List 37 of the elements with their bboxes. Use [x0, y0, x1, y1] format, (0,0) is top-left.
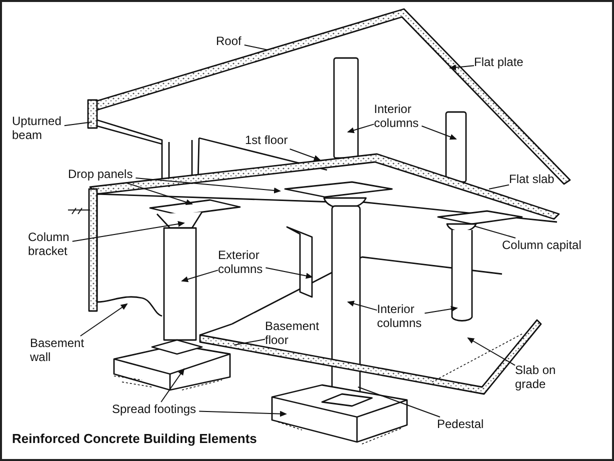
leader-line: [135, 178, 281, 194]
leader-line: [244, 44, 268, 50]
leader-line: [289, 148, 321, 161]
part-label: Flat plate: [474, 55, 544, 69]
leader-line: [234, 338, 266, 346]
part-label: Interior columns: [374, 102, 436, 130]
part-label: Slab on grade: [515, 363, 571, 391]
part-label: 1st floor: [245, 133, 305, 147]
leader-line: [347, 124, 374, 134]
part-label: Pedestal: [437, 417, 497, 431]
leader-line: [488, 184, 510, 190]
diagram-title: Reinforced Concrete Building Elements: [12, 431, 257, 446]
leader-line: [160, 368, 185, 402]
leader-line: [358, 386, 440, 418]
leader-line: [347, 300, 378, 311]
leader-line: [424, 306, 458, 314]
leader-line: [126, 182, 193, 206]
leader-line: [449, 64, 474, 70]
part-label: Column capital: [502, 238, 598, 252]
leader-line: [181, 270, 218, 282]
part-label: Basement wall: [30, 336, 100, 364]
leader-line: [64, 122, 92, 126]
part-label: Basement floor: [265, 319, 323, 347]
part-label: Column bracket: [28, 230, 88, 258]
part-label: Drop panels: [68, 167, 148, 181]
part-label: Flat slab: [509, 172, 569, 186]
leader-line: [421, 126, 457, 140]
part-label: Roof: [216, 34, 266, 48]
part-label: Upturned beam: [12, 114, 82, 142]
leader-line: [80, 303, 128, 336]
leader-line: [474, 226, 516, 238]
part-label: Spread footings: [112, 402, 212, 416]
leader-line: [72, 221, 185, 242]
leader-line: [198, 410, 287, 417]
part-label: Interior columns: [377, 302, 439, 330]
leader-line: [265, 267, 313, 279]
part-label: Exterior columns: [218, 248, 282, 276]
